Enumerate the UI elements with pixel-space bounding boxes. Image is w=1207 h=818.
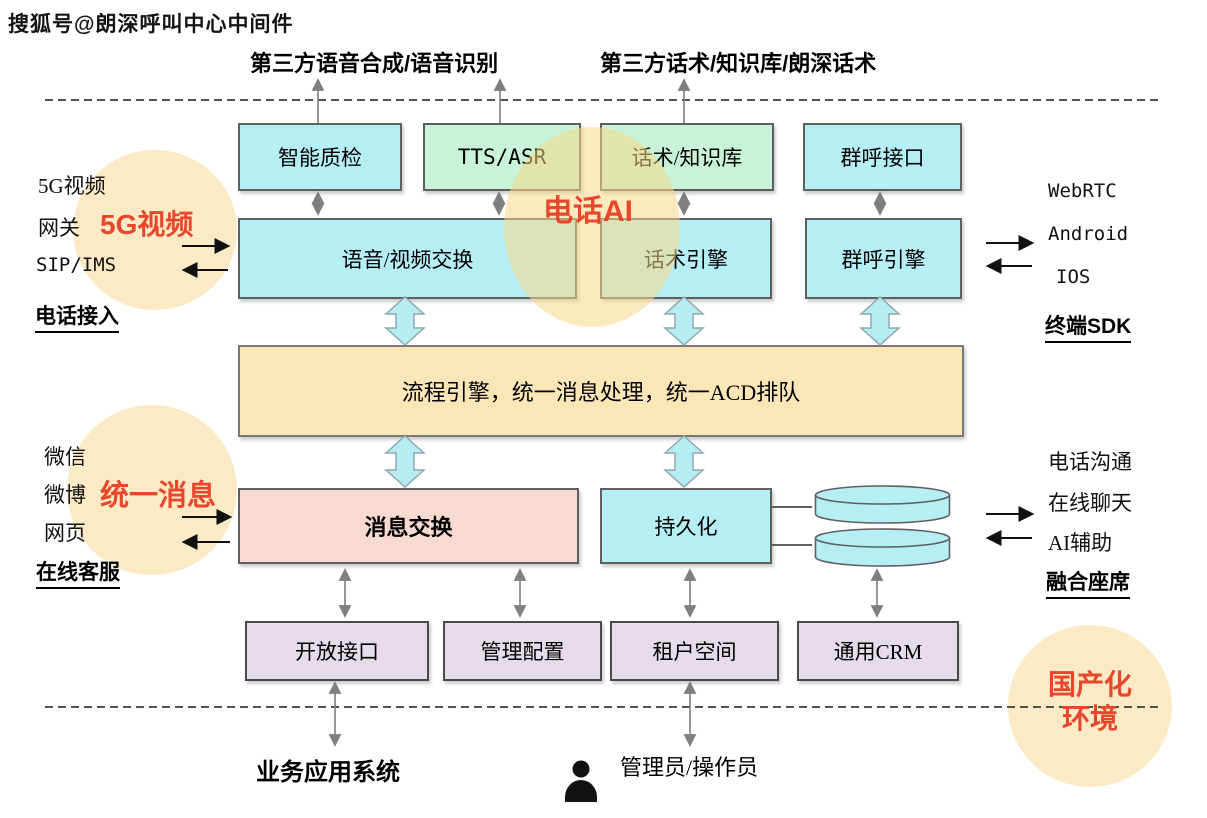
label-gateway: 网关	[38, 216, 80, 240]
label-sip-ims: SIP/IMS	[36, 254, 117, 276]
label-webrtc: WebRTC	[1048, 180, 1117, 202]
highlight-circle-5g-video	[73, 150, 237, 310]
block-arrow-groupcallengine-core	[859, 295, 901, 347]
box-label: 管理配置	[480, 640, 565, 664]
badge-domestic-line1: 国产化	[1047, 669, 1132, 700]
box-group-call-api: 群呼接口	[803, 123, 962, 191]
box-label: 持久化	[654, 515, 718, 539]
box-group-call-engine: 群呼引擎	[805, 218, 962, 299]
database-cylinder-2-top	[814, 528, 951, 548]
label-android: Android	[1048, 223, 1129, 245]
label-online-chat: 在线聊天	[1048, 491, 1132, 515]
title-phone-access: 电话接入	[35, 300, 119, 333]
box-label: 消息交换	[364, 515, 453, 540]
box-persistence: 持久化	[600, 488, 772, 564]
box-admin-config: 管理配置	[443, 621, 602, 681]
watermark: 搜狐号@朗深呼叫中心中间件	[8, 13, 294, 36]
label-phone-comm: 电话沟通	[1048, 450, 1132, 474]
badge-domestic-line2: 环境	[1061, 703, 1118, 734]
label-admin-operator: 管理员/操作员	[620, 755, 759, 780]
label-third-party-speech: 第三方语音合成/语音识别	[250, 51, 499, 76]
box-label: 群呼接口	[840, 146, 925, 170]
badge-5g-video: 5G视频	[100, 209, 194, 240]
box-tenant-space: 租户空间	[610, 621, 779, 681]
block-arrow-switch-core	[384, 295, 426, 347]
title-terminal-sdk: 终端SDK	[1045, 310, 1132, 343]
label-ai-assist: AI辅助	[1048, 531, 1113, 555]
database-cylinder-1	[814, 495, 951, 524]
box-label: 群呼引擎	[841, 247, 926, 272]
box-label: 智能质检	[278, 146, 362, 170]
label-third-party-script: 第三方话术/知识库/朗深话术	[600, 51, 877, 76]
database-cylinder-1-top	[814, 485, 951, 505]
box-intelligent-qc: 智能质检	[238, 123, 402, 191]
block-arrow-core-persistence	[663, 434, 705, 489]
label-business-app: 业务应用系统	[256, 759, 400, 786]
highlight-circle-phone-ai	[504, 127, 680, 327]
box-message-exchange: 消息交换	[238, 488, 579, 564]
title-online-service: 在线客服	[36, 556, 120, 589]
box-label: 租户空间	[652, 640, 737, 664]
box-label: 流程引擎，统一消息处理，统一ACD排队	[401, 380, 801, 405]
badge-domestic-env: 国产化 环境	[1020, 668, 1160, 736]
box-open-api: 开放接口	[245, 621, 429, 681]
box-label: 通用CRM	[833, 640, 923, 664]
box-core-engine: 流程引擎，统一消息处理，统一ACD排队	[238, 345, 964, 437]
title-fusion-agent: 融合座席	[1046, 566, 1130, 599]
person-icon	[565, 760, 597, 802]
label-weibo: 微博	[44, 483, 86, 507]
badge-unified-message: 统一消息	[100, 480, 217, 512]
label-ios: IOS	[1056, 266, 1091, 288]
label-webpage: 网页	[44, 521, 86, 545]
highlight-circle-unified-message	[67, 405, 237, 575]
box-generic-crm: 通用CRM	[797, 621, 959, 681]
block-arrow-scriptengine-core	[663, 295, 705, 347]
database-cylinder-2	[814, 538, 951, 567]
label-5g-video: 5G视频	[38, 174, 106, 198]
box-label: 语音/视频交换	[341, 247, 474, 272]
label-wechat: 微信	[44, 445, 86, 469]
highlight-circle-domestic	[1008, 625, 1172, 787]
block-arrow-core-message	[384, 434, 426, 489]
badge-phone-ai: 电话AI	[543, 195, 633, 228]
box-label: 开放接口	[295, 640, 379, 664]
